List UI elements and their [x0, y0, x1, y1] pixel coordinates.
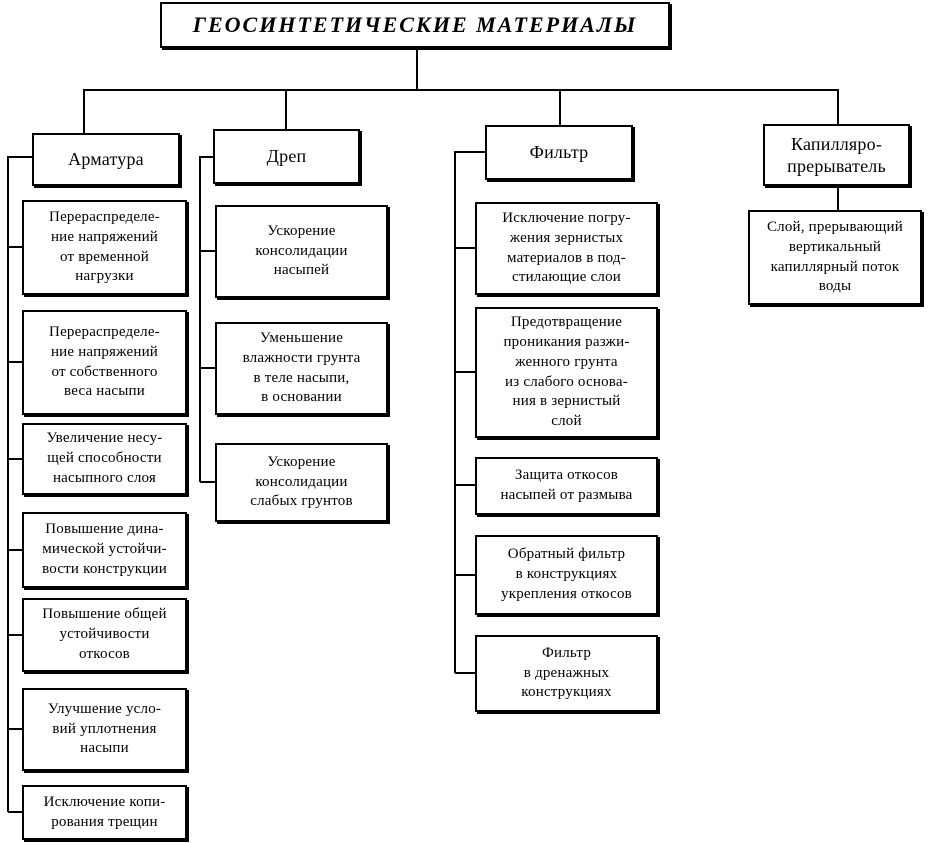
function-node: Уменьшение влажности грунта в теле насып…: [215, 322, 388, 415]
category-node-armatura: Арматура: [32, 133, 180, 186]
function-node: Защита откосов насыпей от размыва: [475, 457, 658, 515]
function-node: Повышение общей устойчивости откосов: [22, 598, 187, 672]
category-node-dren: Дреп: [213, 129, 360, 184]
root-node-title: ГЕОСИНТЕТИЧЕСКИЕ МАТЕРИАЛЫ: [160, 2, 670, 48]
category-node-filtr: Фильтр: [485, 125, 633, 180]
function-node: Слой, прерывающий вертикальный капиллярн…: [748, 210, 922, 305]
category-node-kapillyaro: Капилляро- прерыватель: [763, 124, 910, 186]
function-node: Увеличение несу- щей способности насыпно…: [22, 423, 187, 495]
function-node: Улучшение усло- вий уплотнения насыпи: [22, 688, 187, 771]
function-node: Исключение погру- жения зернистых матери…: [475, 202, 658, 295]
function-node: Ускорение консолидации насыпей: [215, 205, 388, 298]
function-node: Ускорение консолидации слабых грунтов: [215, 443, 388, 522]
function-node: Перераспределе- ние напряжений от времен…: [22, 200, 187, 295]
function-node: Фильтр в дренажных конструкциях: [475, 635, 658, 712]
function-node: Перераспределе- ние напряжений от собств…: [22, 310, 187, 415]
function-node: Предотвращение проникания разжи- женного…: [475, 307, 658, 438]
function-node: Повышение дина- мической устойчи- вости …: [22, 512, 187, 588]
function-node: Исключение копи- рования трещин: [22, 785, 187, 840]
function-node: Обратный фильтр в конструкциях укреплени…: [475, 535, 658, 615]
